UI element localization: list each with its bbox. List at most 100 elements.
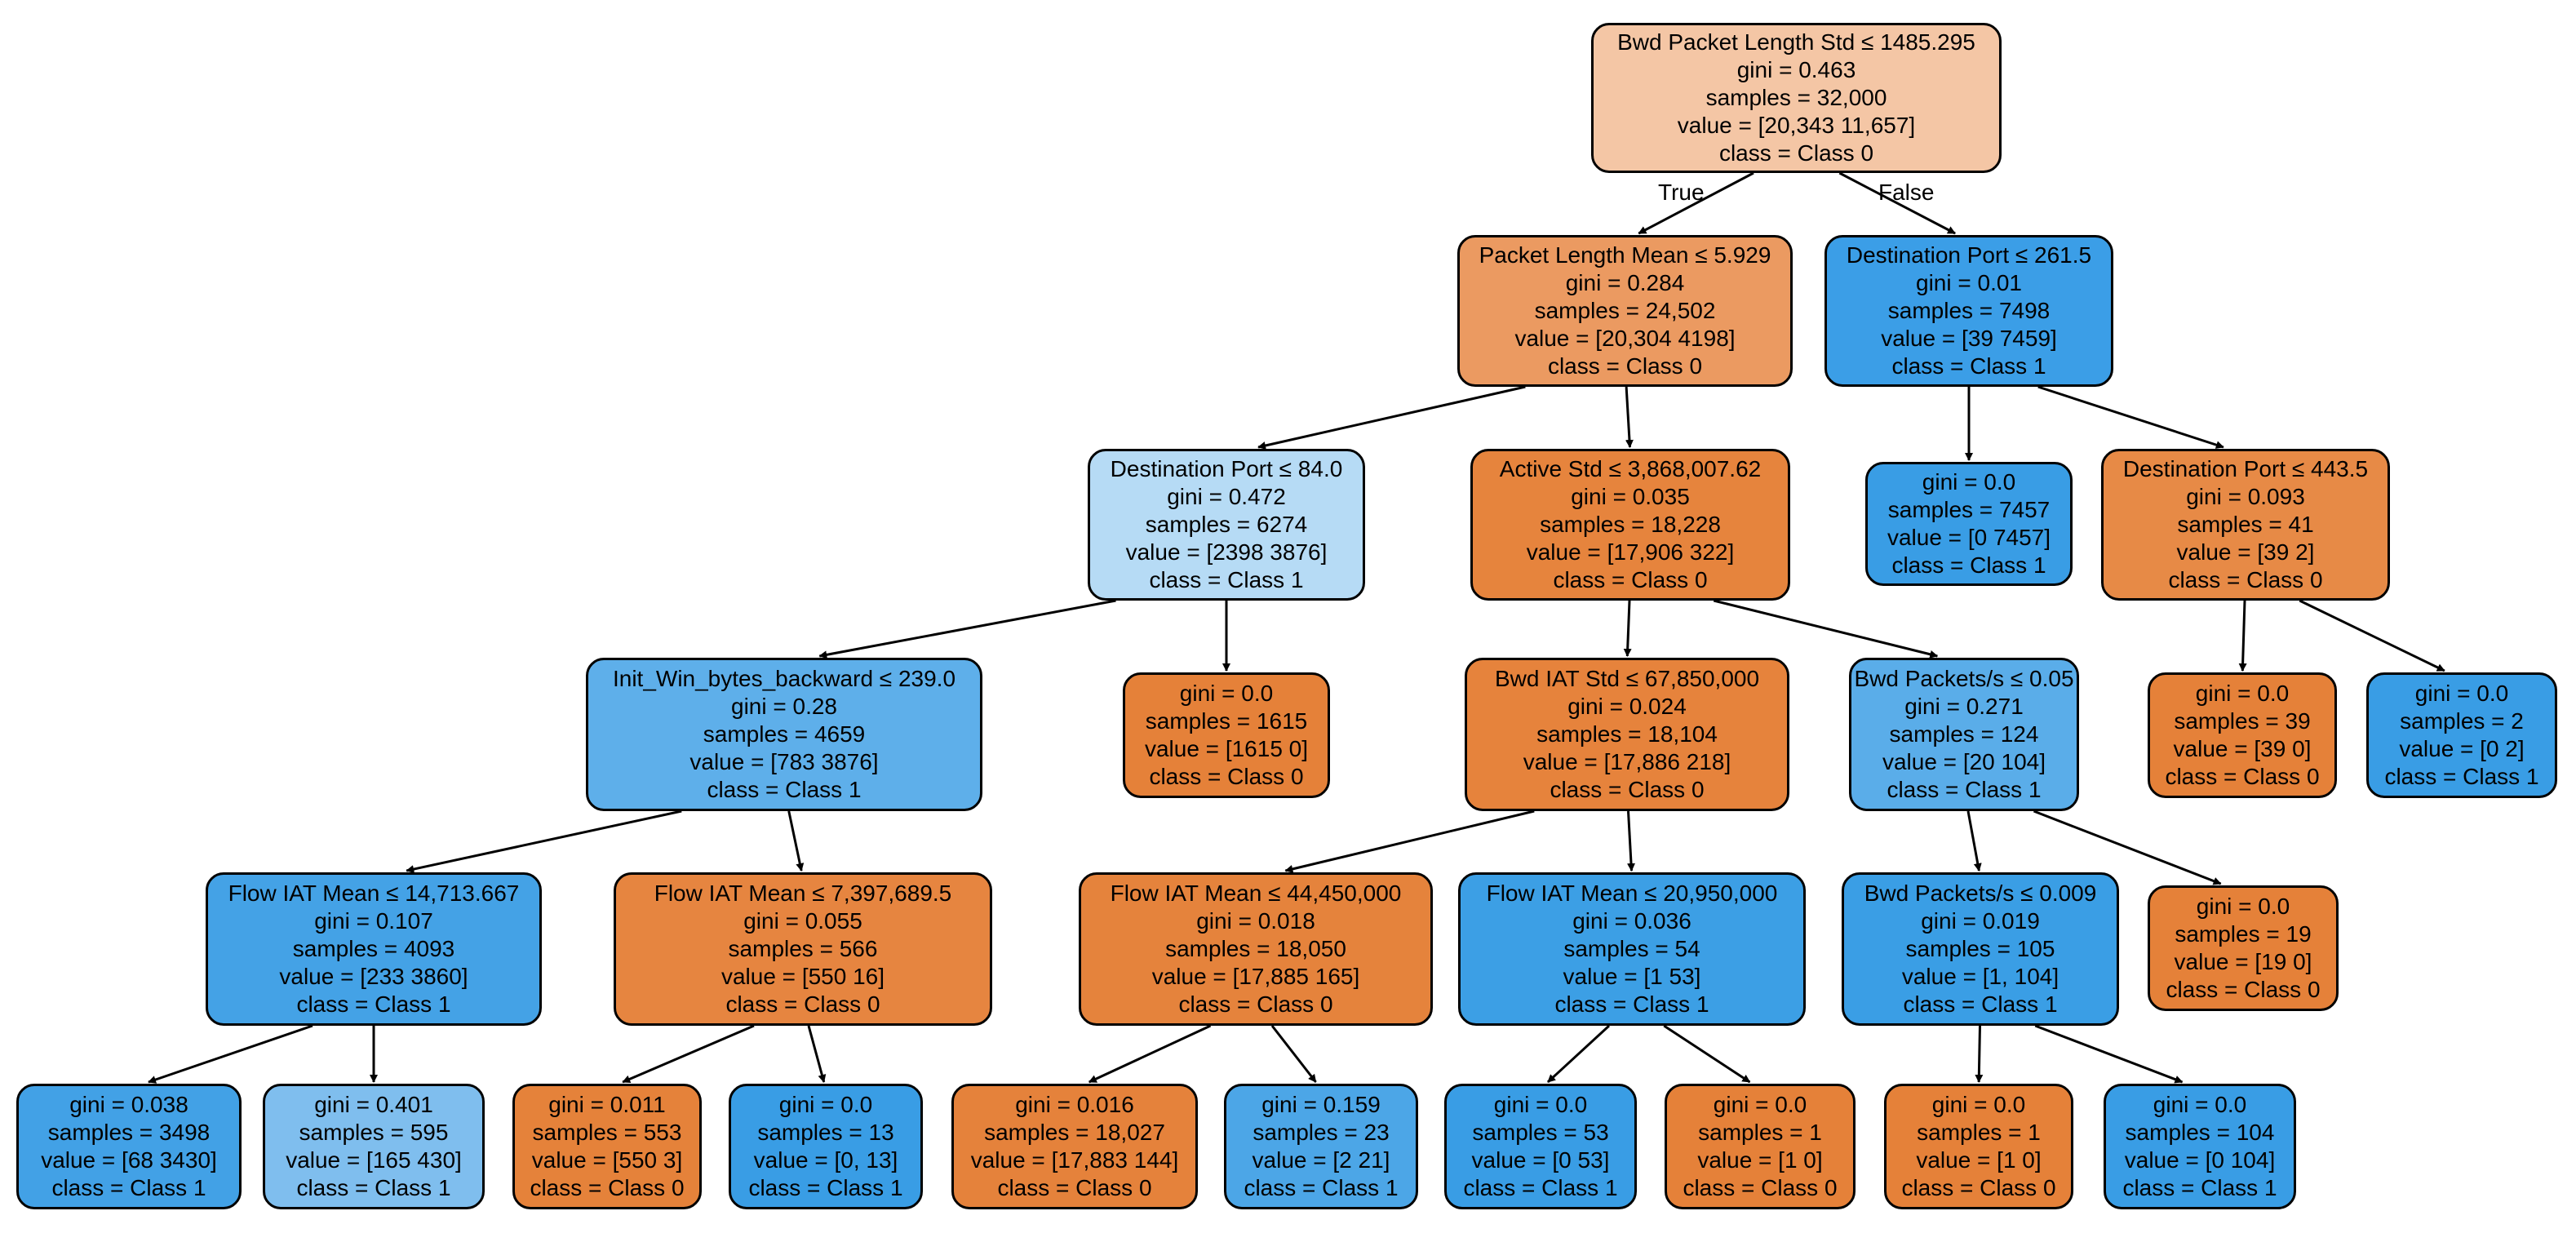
node-text-line: gini = 0.0 [1931, 1092, 2026, 1117]
tree-edge [1838, 171, 1956, 235]
node-text-line: samples = 2 [2400, 708, 2524, 734]
node-text-line: gini = 0.0 [1179, 681, 1274, 706]
node-text-line: gini = 0.0 [1493, 1092, 1588, 1117]
tree-edge [1257, 385, 1526, 450]
node-text-line: value = [0, 13] [753, 1147, 898, 1173]
tree-edge [1623, 600, 1632, 657]
node-text-line: Bwd IAT Std ≤ 67,850,000 [1494, 666, 1760, 691]
node-text-line: class = Class 0 [2165, 764, 2320, 789]
node-text-line: Destination Port ≤ 261.5 [1846, 242, 2092, 268]
node-text-line: class = Class 1 [51, 1175, 206, 1200]
node-text-line: gini = 0.011 [548, 1092, 666, 1117]
node-text-line: Flow IAT Mean ≤ 20,950,000 [1486, 880, 1778, 906]
node-text-line: samples = 104 [2125, 1120, 2275, 1145]
node-text-line: gini = 0.107 [314, 908, 433, 934]
node-text-line: gini = 0.0 [2153, 1092, 2247, 1117]
node-text-line: value = [1, 104] [1901, 964, 2059, 989]
node-text-line: Flow IAT Mean ≤ 7,397,689.5 [654, 880, 952, 906]
tree-edge [2034, 1024, 2184, 1084]
tree-edge [148, 1024, 313, 1084]
tree-edge [1638, 171, 1754, 235]
node-text-line: samples = 124 [1889, 721, 2039, 747]
node-text-line: samples = 6274 [1145, 512, 1308, 537]
node-text-line: samples = 3498 [47, 1120, 211, 1145]
node-text-line: value = [19 0] [2174, 949, 2312, 974]
node-text-line: value = [17,906 322] [1526, 539, 1735, 565]
tree-edge [1625, 386, 1634, 448]
node-text-line: class = Class 0 [1550, 777, 1705, 802]
node-text-line: Flow IAT Mean ≤ 14,713.667 [228, 880, 520, 906]
tree-edge [1270, 1025, 1317, 1083]
node-text-line: gini = 0.038 [69, 1092, 188, 1117]
node-text-line: class = Class 1 [2384, 764, 2539, 789]
tree-edge [406, 810, 682, 873]
tree-edge [1713, 599, 1939, 659]
node-text-line: value = [0 7457] [1887, 525, 2051, 550]
node-text-line: gini = 0.019 [1921, 908, 2040, 934]
node-text-line: class = Class 1 [1463, 1175, 1618, 1200]
node-text-line: value = [1 53] [1563, 964, 1701, 989]
node-text-line: class = Class 0 [1178, 991, 1333, 1017]
tree-edge [2238, 600, 2247, 672]
node-text-line: class = Class 0 [1718, 140, 1874, 166]
node-text-line: value = [2 21] [1252, 1147, 1390, 1173]
node-text-line: gini = 0.159 [1261, 1092, 1381, 1117]
node-text-line: samples = 7457 [1887, 497, 2051, 522]
node-text-line: Packet Length Mean ≤ 5.929 [1479, 242, 1771, 268]
node-text-line: value = [0 104] [2124, 1147, 2276, 1173]
node-text-line: samples = 105 [1905, 936, 2055, 961]
node-text-line: gini = 0.01 [1916, 270, 2022, 295]
node-text-line: class = Class 1 [296, 991, 451, 1017]
edge-label-false: False [1878, 180, 1935, 205]
node-text-line: samples = 18,027 [984, 1120, 1165, 1145]
node-text-line: class = Class 0 [1901, 1175, 2056, 1200]
node-text-line: gini = 0.024 [1567, 694, 1687, 719]
node-text-line: value = [1 0] [1916, 1147, 2042, 1173]
tree-edge [2033, 810, 2222, 885]
node-text-line: gini = 0.035 [1571, 484, 1690, 509]
node-text-line: samples = 553 [532, 1120, 682, 1145]
node-text-line: value = [2398 3876] [1125, 539, 1328, 565]
node-text-line: class = Class 1 [707, 777, 862, 802]
node-text-line: Flow IAT Mean ≤ 44,450,000 [1110, 880, 1402, 906]
node-text-line: samples = 54 [1563, 936, 1700, 961]
node-text-line: samples = 566 [728, 936, 878, 961]
tree-edge [787, 810, 805, 872]
node-text-line: samples = 53 [1472, 1120, 1609, 1145]
node-text-line: class = Class 1 [1903, 991, 2058, 1017]
node-text-line: gini = 0.271 [1904, 694, 2024, 719]
node-text-line: value = [20 104] [1882, 749, 2046, 774]
node-text-line: value = [0 53] [1471, 1147, 1610, 1173]
node-text-line: class = Class 1 [1149, 567, 1304, 592]
node-text-line: value = [39 2] [2176, 539, 2315, 565]
node-text-line: samples = 13 [757, 1120, 894, 1145]
node-text-line: value = [233 3860] [279, 964, 468, 989]
node-text-line: class = Class 0 [1149, 764, 1304, 789]
tree-edge [1975, 1025, 1984, 1083]
node-text-line: gini = 0.093 [2186, 484, 2305, 509]
tree-edge [1546, 1024, 1611, 1084]
node-text-line: class = Class 1 [1554, 991, 1709, 1017]
node-text-line: gini = 0.472 [1167, 484, 1286, 509]
node-text-line: value = [39 7459] [1881, 326, 2057, 351]
node-text-line: class = Class 1 [1887, 777, 2042, 802]
node-text-line: class = Class 1 [2122, 1175, 2277, 1200]
node-text-line: samples = 23 [1253, 1120, 1390, 1145]
node-text-line: Bwd Packet Length Std ≤ 1485.295 [1617, 29, 1975, 55]
node-text-line: samples = 1615 [1145, 708, 1308, 734]
node-text-line: samples = 19 [2175, 921, 2312, 947]
node-text-line: samples = 1 [1917, 1120, 2041, 1145]
